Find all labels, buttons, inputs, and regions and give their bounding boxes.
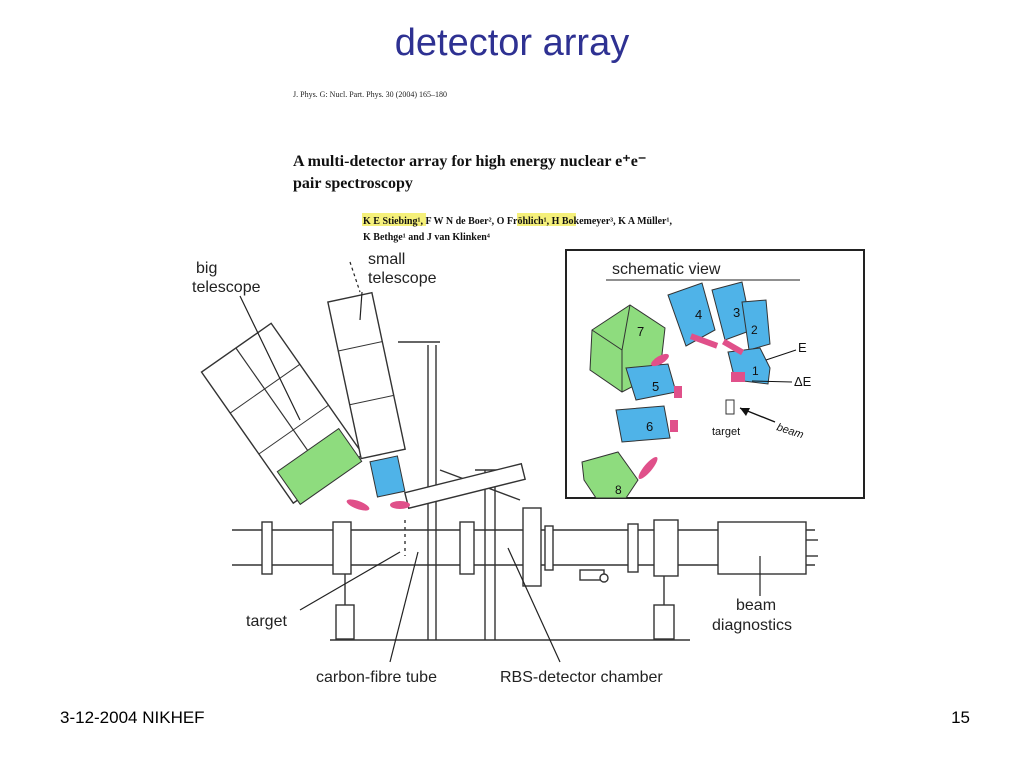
paper-title-line1: A multi-detector array for high energy n… <box>293 153 646 170</box>
schematic-detector-3: 3 <box>733 305 740 320</box>
label-target: target <box>246 613 287 630</box>
label-big-telescope: telescope <box>192 279 261 296</box>
callout-lines <box>239 261 761 663</box>
big-telescope <box>200 322 364 506</box>
highlight-stiebing <box>362 213 426 226</box>
label-beam-diagnostics: diagnostics <box>712 617 792 634</box>
slide-title: detector array <box>394 22 630 64</box>
label-E: E <box>798 340 807 355</box>
schematic-detector-5: 5 <box>652 379 659 394</box>
label-rbs-chamber: RBS-detector chamber <box>500 669 663 686</box>
page-number: 15 <box>951 708 970 727</box>
paper-citation: J. Phys. G: Nucl. Part. Phys. 30 (2004) … <box>293 90 447 99</box>
schematic-detector-2: 2 <box>751 323 758 337</box>
beam-line <box>232 507 818 641</box>
label-target-schematic: target <box>712 426 740 438</box>
paper-authors-line1: K E Stiebing¹, F W N de Boer², O Fröhlic… <box>363 216 672 227</box>
highlight-frohlich <box>517 213 576 226</box>
schematic-detector-4: 4 <box>695 307 702 322</box>
label-dE: ΔE <box>794 374 812 389</box>
paper-title-line2: pair spectroscopy <box>293 175 413 192</box>
paper-authors-line2: K Bethge¹ and J van Klinken⁴ <box>363 232 490 243</box>
schematic-view: schematic view 7 4 3 2 1 5 6 8 <box>565 249 865 499</box>
schematic-detector-8: 8 <box>615 483 622 497</box>
label-carbon-fibre-tube: carbon-fibre tube <box>316 669 437 686</box>
schematic-detector-6: 6 <box>646 419 653 434</box>
schematic-detector-7: 7 <box>637 324 644 339</box>
callout-labels: big telescope small telescope target car… <box>192 251 792 686</box>
small-telescope <box>327 291 406 498</box>
footer-date-venue: 3-12-2004 NIKHEF <box>60 708 205 727</box>
paper-header: J. Phys. G: Nucl. Part. Phys. 30 (2004) … <box>283 80 735 250</box>
label-small: small <box>368 251 405 268</box>
support-frame <box>398 341 527 640</box>
pink-detector-right <box>390 501 410 509</box>
schematic-title: schematic view <box>612 261 721 278</box>
label-small-telescope: telescope <box>368 270 437 287</box>
schematic-detector-1: 1 <box>752 364 759 378</box>
label-beam: beam <box>736 597 776 614</box>
label-big: big <box>196 260 217 277</box>
pink-detector-left <box>346 499 370 511</box>
